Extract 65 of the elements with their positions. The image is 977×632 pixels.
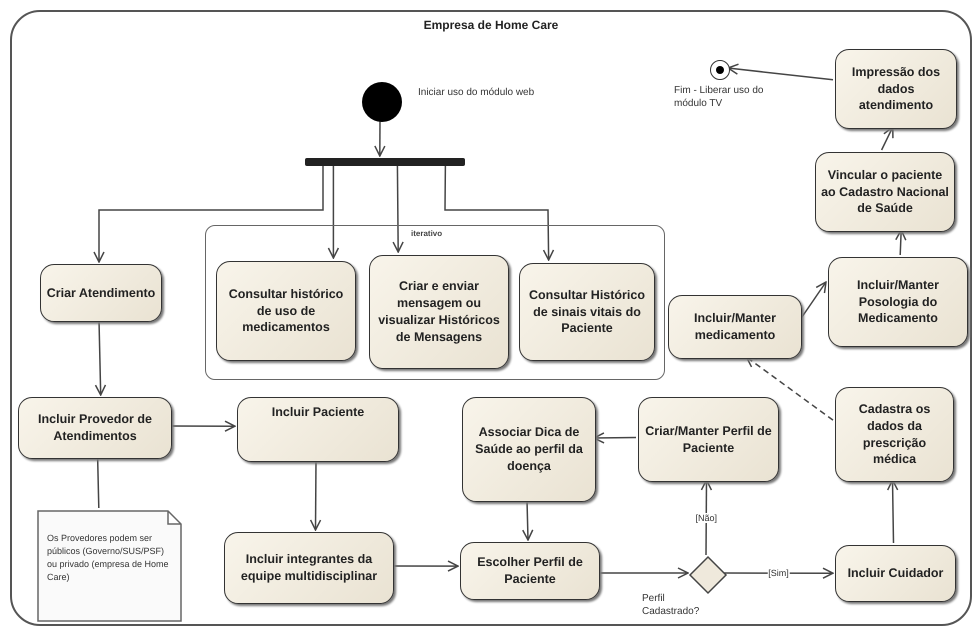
arrow <box>880 126 894 150</box>
activity-label: Incluir integrantes da equipe multidisciplinar <box>240 551 378 585</box>
decision-diamond <box>690 557 726 593</box>
arrow <box>746 356 834 421</box>
activity-label: Incluir/Manter Posologia do Medicamento <box>856 276 940 328</box>
arrow <box>598 567 689 579</box>
arrow <box>392 560 459 572</box>
arrow <box>94 320 106 396</box>
arrow <box>170 420 236 432</box>
activity-box <box>40 264 162 322</box>
activity-label: Consultar histórico de uso de medicamentos <box>228 286 344 336</box>
activity-label: Vincular o paciente ao Cadastro Nacional de Saúde <box>821 166 949 218</box>
activity-box <box>519 263 655 361</box>
arrow <box>727 63 834 81</box>
activity-box <box>224 532 394 604</box>
arrow <box>886 479 898 544</box>
fork-bar <box>305 158 465 166</box>
expansion-region <box>205 225 665 380</box>
arrow <box>895 229 907 256</box>
activity-box <box>835 49 957 129</box>
end-node <box>710 60 730 80</box>
activity-label: Criar e enviar mensagem ou visualizar Históricos de Mensagens <box>377 278 501 346</box>
node-caption: Perfil Cadastrado? <box>642 592 700 618</box>
node-caption: Iniciar uso do módulo web <box>418 86 536 99</box>
arrow <box>700 479 712 555</box>
note-text: Os Provedores podem ser públicos (Governo/SUS/PSF) ou privado (empresa de Home Care) <box>47 532 170 584</box>
activity-box <box>668 295 802 359</box>
guard-label: [Sim] <box>767 568 790 578</box>
activity-label: Consultar Histórico de sinais vitais do Paciente <box>528 286 646 338</box>
activity-label: Incluir Paciente <box>272 404 364 421</box>
start-node <box>362 82 402 122</box>
activity-box <box>460 542 600 600</box>
arrow <box>392 164 404 253</box>
activity-box <box>462 397 596 502</box>
arrow <box>328 164 340 259</box>
activity-box <box>18 397 172 459</box>
arrow <box>522 500 534 541</box>
note-box <box>37 510 182 622</box>
activity-label: Incluir Cuidador <box>848 565 944 582</box>
region-label: iterativo <box>411 229 442 238</box>
activity-label: Criar Atendimento <box>46 284 156 302</box>
node-caption: Fim - Liberar uso do módulo TV <box>674 84 764 110</box>
activity-box <box>815 152 955 232</box>
activity-box <box>216 261 356 361</box>
activity-box <box>369 255 509 369</box>
activity-box <box>835 387 954 482</box>
activity-box <box>828 257 968 347</box>
activity-label: Escolher Perfil de Paciente <box>476 554 584 588</box>
activity-label: Criar/Manter Perfil de Paciente <box>644 422 773 456</box>
arrow <box>310 460 322 531</box>
arrow <box>374 120 386 157</box>
guard-label: [Não] <box>694 512 718 522</box>
arrow <box>444 164 554 261</box>
arrow <box>93 164 324 263</box>
partition-frame <box>10 10 972 626</box>
activity-label: Incluir/Manter medicamento <box>693 310 777 344</box>
activity-label: Impressão dos dados atendimento <box>850 64 942 114</box>
activity-label: Incluir Provedor de Atendimentos <box>37 411 153 445</box>
activity-box <box>835 545 956 602</box>
activity-box <box>638 397 779 482</box>
activity-label: Associar Dica de Saúde ao perfil da doença <box>474 424 584 475</box>
connector-line <box>96 456 100 508</box>
activity-box <box>237 397 399 462</box>
frame-title: Empresa de Home Care <box>422 18 560 32</box>
activity-label: Cadastra os dados da prescrição médica <box>858 400 932 468</box>
